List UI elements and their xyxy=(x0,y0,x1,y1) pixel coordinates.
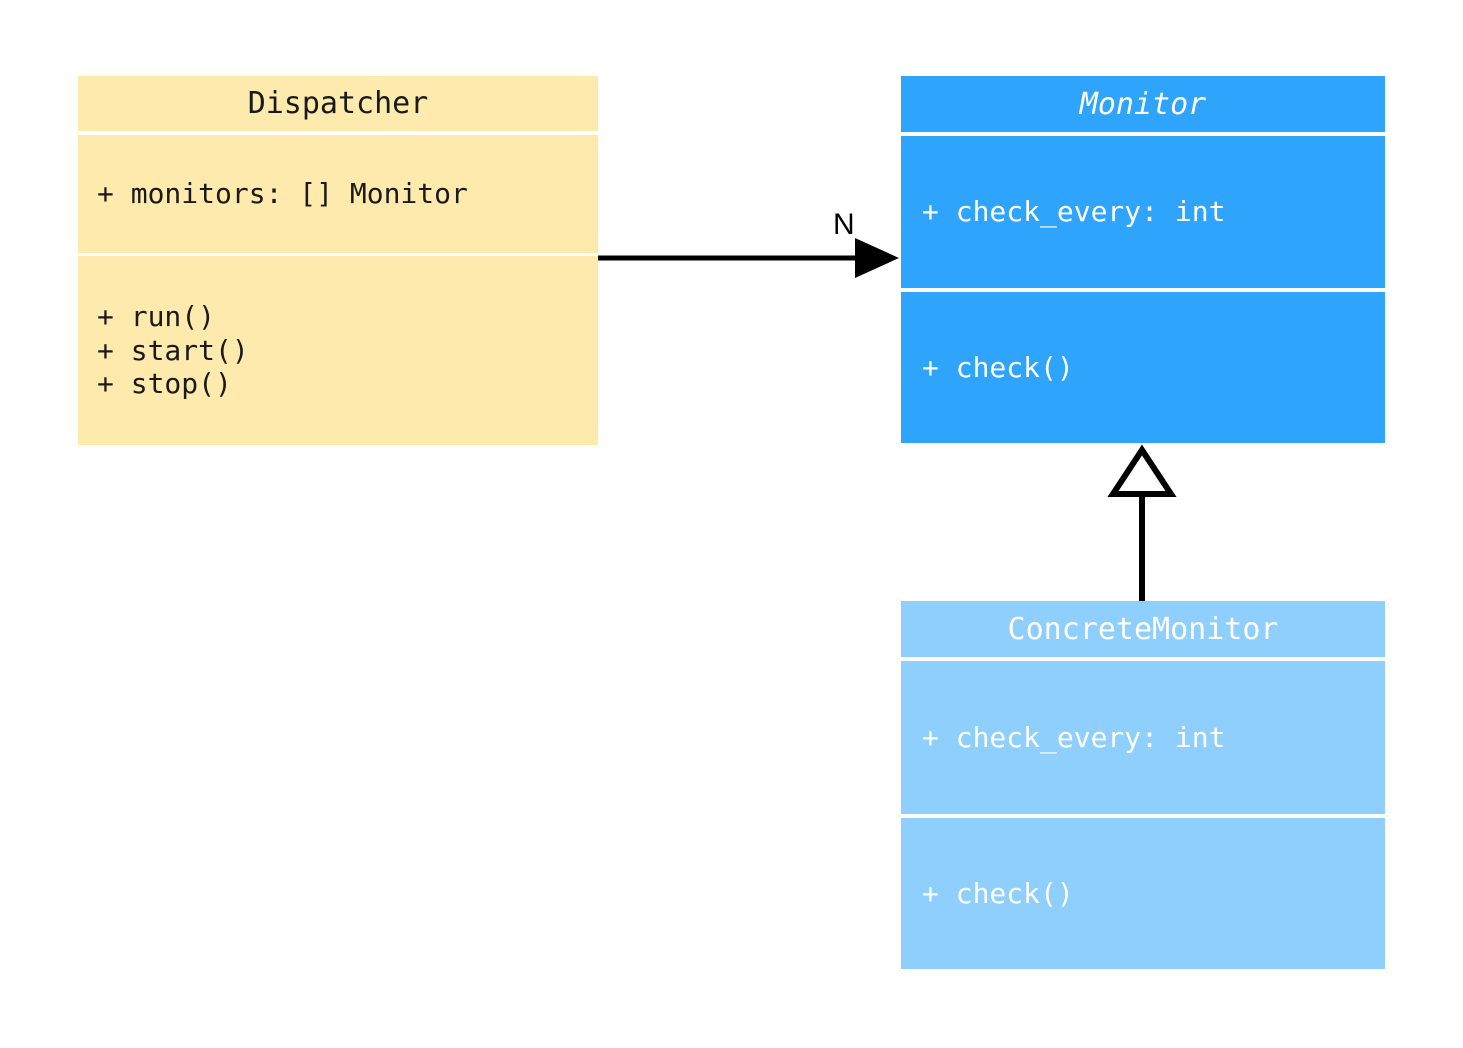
class-methods-monitor: + check() xyxy=(901,292,1385,443)
association-dispatcher-monitor-arrow xyxy=(598,238,899,278)
class-box-monitor[interactable]: Monitor + check_every: int + check() xyxy=(901,76,1385,443)
multiplicity-label-n: N xyxy=(833,208,855,241)
generalization-concretemonitor-monitor-arrow xyxy=(1107,444,1177,601)
class-box-dispatcher[interactable]: Dispatcher + monitors: [] Monitor + run(… xyxy=(78,76,598,445)
method-row: + check() xyxy=(922,876,1074,910)
class-box-concretemonitor[interactable]: ConcreteMonitor + check_every: int + che… xyxy=(901,601,1385,969)
class-methods-dispatcher: + run() + start() + stop() xyxy=(78,256,598,445)
class-name-concretemonitor: ConcreteMonitor xyxy=(1007,611,1279,647)
class-attributes-concretemonitor: + check_every: int xyxy=(901,661,1385,814)
class-name-monitor: Monitor xyxy=(1079,86,1207,122)
method-row: + stop() xyxy=(97,367,232,401)
attribute-row: + check_every: int xyxy=(922,720,1226,754)
class-name-dispatcher: Dispatcher xyxy=(247,86,429,121)
attribute-row: + check_every: int xyxy=(922,195,1226,229)
class-header-monitor: Monitor xyxy=(901,76,1385,132)
class-attributes-monitor: + check_every: int xyxy=(901,136,1385,288)
class-header-dispatcher: Dispatcher xyxy=(78,76,598,131)
compartment-divider xyxy=(78,253,598,256)
attribute-row: + monitors: [] Monitor xyxy=(97,177,468,211)
filled-triangle-arrowhead-icon xyxy=(855,238,899,278)
class-attributes-dispatcher: + monitors: [] Monitor xyxy=(78,135,598,253)
method-row: + check() xyxy=(922,350,1074,384)
compartment-divider xyxy=(901,132,1385,136)
compartment-divider xyxy=(78,131,598,135)
hollow-triangle-arrowhead-icon xyxy=(1107,444,1177,497)
compartment-divider xyxy=(901,657,1385,661)
compartment-divider xyxy=(901,288,1385,292)
method-row: + start() xyxy=(97,333,249,367)
class-methods-concretemonitor: + check() xyxy=(901,818,1385,969)
compartment-divider xyxy=(901,814,1385,818)
method-row: + run() xyxy=(97,300,216,334)
class-header-concretemonitor: ConcreteMonitor xyxy=(901,601,1385,657)
